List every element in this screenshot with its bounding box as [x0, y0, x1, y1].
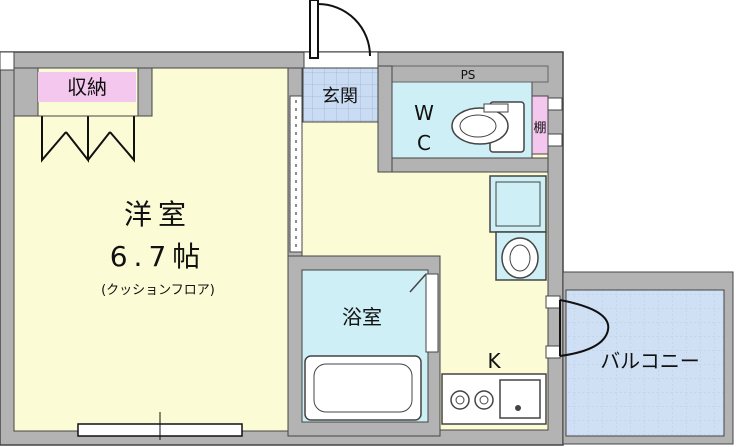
balcony-label: バルコニー — [600, 349, 700, 373]
bath-door-swing — [409, 273, 427, 293]
toilet — [451, 101, 525, 153]
western-room-floor-type: (クッションフロア) — [101, 283, 215, 298]
wc-label-w: W — [414, 101, 434, 125]
entrance-door — [303, 0, 379, 69]
shelf — [531, 95, 549, 155]
entrance-tile — [302, 67, 379, 123]
stove-burner-2 — [474, 390, 494, 410]
balcony-door-bottom — [545, 345, 561, 359]
bath-label: 浴室 — [342, 305, 382, 329]
shelf-label: 棚 — [533, 121, 546, 136]
stove-burner-2-inner — [479, 395, 489, 405]
western-room-floor — [13, 67, 289, 432]
wc-left-wall — [377, 65, 393, 173]
entrance-label: 玄関 — [322, 86, 358, 107]
shelf-post-top — [547, 97, 563, 111]
bath-door-panel — [425, 273, 439, 353]
western-room-size: 6.7帖 — [110, 240, 207, 273]
kitchen-sink — [499, 379, 541, 419]
shelf-post-bottom — [547, 133, 563, 147]
western-room-name: 洋室 — [124, 198, 192, 231]
stove-burner-1-inner — [455, 395, 465, 405]
balcony-door-top — [545, 295, 561, 309]
balcony-door-swing — [559, 299, 610, 357]
washbasin-drain — [509, 244, 531, 272]
storage-label: 収納 — [67, 75, 107, 99]
left-window — [0, 51, 15, 71]
sink-drain — [515, 405, 521, 411]
balcony-floor — [565, 289, 725, 437]
storage-doors — [38, 115, 138, 163]
storage-wall-right — [137, 67, 153, 117]
kitchen-label: K — [487, 349, 501, 373]
storage-wall-left — [13, 67, 39, 117]
wc-bottom-wall — [377, 157, 549, 173]
ps-label: PS — [461, 68, 476, 82]
wc-label-c: C — [417, 131, 431, 155]
bathtub-inner — [313, 363, 413, 413]
storage-label-bg — [38, 72, 136, 102]
washer-pan — [489, 175, 547, 233]
stove-burner-1 — [450, 390, 470, 410]
washbasin-bowl — [501, 237, 539, 279]
washer-pan-inner — [495, 181, 541, 227]
